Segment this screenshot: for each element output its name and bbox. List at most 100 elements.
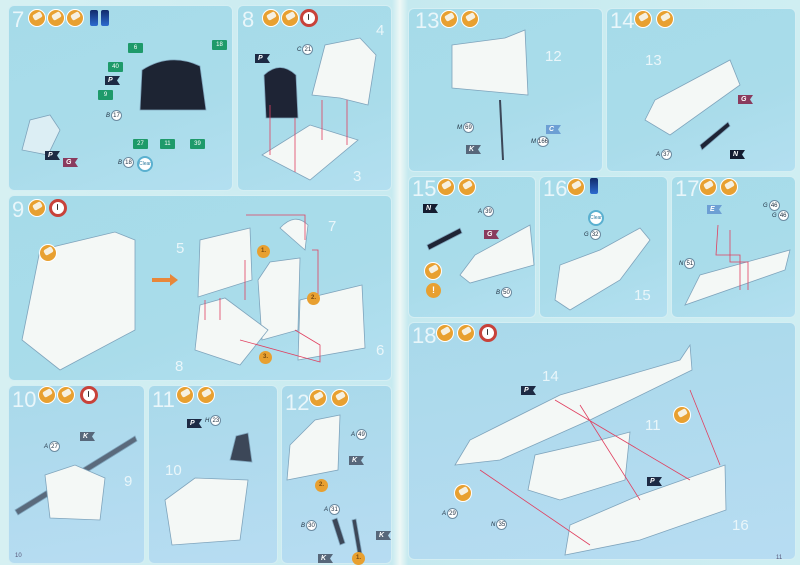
color-flag: E: [707, 205, 722, 214]
paint-brush-icon: [656, 10, 674, 28]
color-flag: P: [105, 76, 120, 85]
part-number: 166: [537, 136, 550, 147]
sequence-badge: 2.: [307, 292, 320, 305]
sequence-badge: 3.: [259, 351, 272, 364]
paint-brush-icon: [197, 386, 215, 404]
cement-icon: [28, 9, 46, 27]
clear-part: [21, 114, 61, 156]
part-letter: H: [205, 417, 210, 424]
decal-tag: 40: [108, 62, 123, 72]
part-number: 31: [329, 504, 341, 515]
color-flag: G: [63, 158, 78, 167]
seat: [311, 37, 377, 106]
instrument-panel: [139, 59, 207, 111]
part-label: 12: [545, 48, 562, 65]
part-number: 27: [49, 441, 61, 452]
fuselage-part: [459, 224, 535, 284]
color-flag: P: [187, 419, 202, 428]
part-number: 29: [447, 508, 459, 519]
part-7: [279, 218, 309, 251]
decal-tag: 9: [98, 90, 113, 100]
wing-part: [684, 249, 791, 306]
drying-time-icon: [479, 324, 497, 342]
cement-icon: [437, 178, 455, 196]
cement-icon: [28, 199, 46, 217]
cement-icon: [699, 178, 717, 196]
fuselage-13: [644, 59, 741, 136]
paint-detail-icon: [424, 262, 442, 280]
seat-back: [263, 67, 299, 119]
part-8: [194, 297, 269, 366]
color-flag: K: [376, 531, 391, 540]
part-letter: M: [457, 124, 462, 131]
sequence-badge: 1.: [257, 245, 270, 258]
decal-tag: 11: [160, 139, 175, 149]
part-number: 21: [302, 44, 314, 55]
color-flag: K: [349, 456, 364, 465]
step-number: 7: [12, 7, 25, 32]
drying-time-icon: [300, 9, 318, 27]
step-number: 8: [242, 7, 255, 32]
part-letter: A: [478, 208, 483, 215]
color-flag: K: [466, 145, 481, 154]
cement-icon: [436, 324, 454, 342]
cone-part: [229, 432, 253, 463]
part-12: [451, 29, 529, 96]
part-letter: M: [531, 138, 536, 145]
part-number: 18: [123, 157, 135, 168]
step-17-panel: [671, 176, 796, 318]
fuselage-15: [554, 227, 651, 311]
decal-tag: 18: [212, 40, 227, 50]
paint-pot-icon: [90, 10, 98, 26]
part-letter: B: [118, 159, 123, 166]
cement-icon: [634, 10, 652, 28]
part-letter: G: [584, 231, 589, 238]
fuselage-16: [564, 464, 727, 556]
cement-icon: [262, 9, 280, 27]
part-label: 16: [732, 517, 749, 534]
sequence-badge: 1.: [352, 552, 365, 565]
step-number: 17: [675, 176, 700, 201]
part-letter: G: [763, 202, 768, 209]
page-number: 10: [15, 553, 22, 559]
decal-tag: 39: [190, 139, 205, 149]
color-flag: P: [647, 477, 662, 486]
part-letter: A: [324, 506, 329, 513]
control-stick: [499, 99, 504, 161]
clear-part-badge: Clear: [588, 210, 604, 226]
color-flag: P: [255, 54, 270, 63]
clear-part-badge: Clear: [137, 156, 153, 172]
cement-icon: [176, 386, 194, 404]
cement-icon: [309, 389, 327, 407]
side-panel: [286, 414, 341, 481]
step-number: 15: [412, 176, 437, 201]
part-letter: A: [442, 510, 447, 517]
part-number: 50: [501, 287, 513, 298]
step-number: 14: [610, 8, 635, 33]
step-number: 18: [412, 323, 437, 348]
exhaust-comb-15: [426, 227, 463, 251]
part-number: 69: [463, 122, 474, 133]
part-number: 32: [589, 229, 601, 240]
part-label: 8: [175, 358, 184, 375]
decal-tag: 6: [128, 43, 143, 53]
no-cement-icon: [454, 484, 472, 502]
color-flag: K: [80, 432, 95, 441]
part-letter: N: [679, 260, 684, 267]
part-label: 10: [165, 462, 182, 479]
drying-time-icon: [49, 199, 67, 217]
decal-icon: [66, 9, 84, 27]
paint-brush-icon: [720, 178, 738, 196]
